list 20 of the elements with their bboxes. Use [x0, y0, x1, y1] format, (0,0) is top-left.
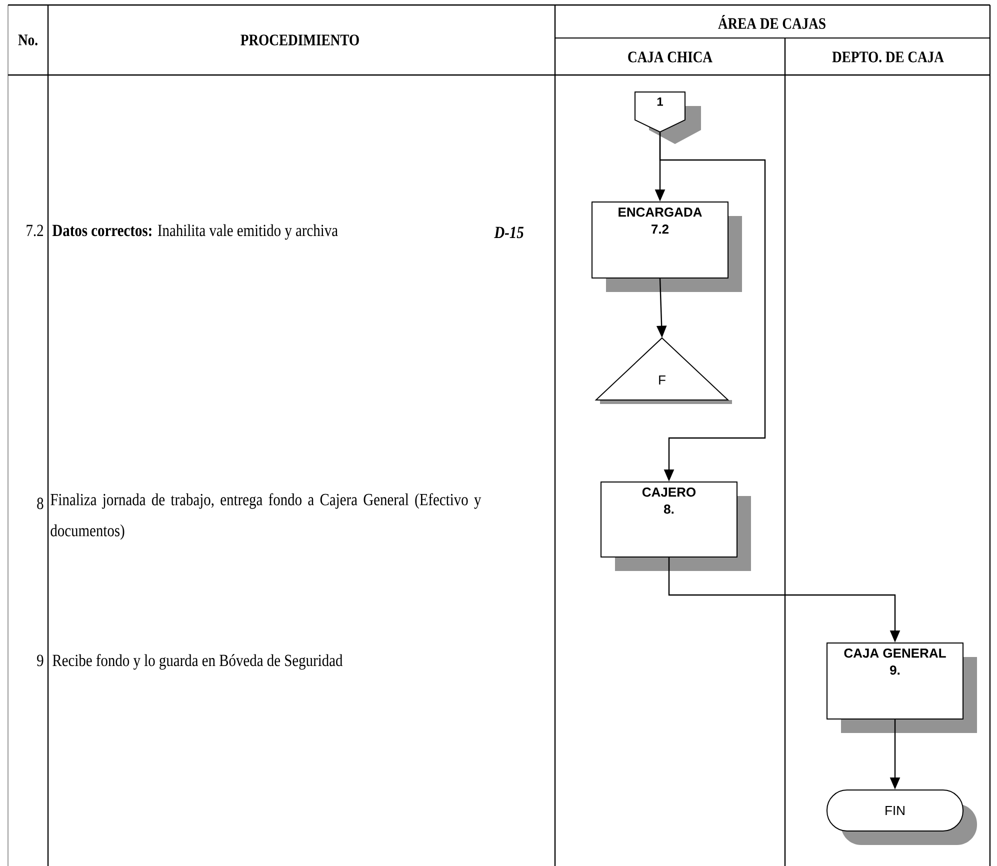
step-description: Finaliza jornada de trabajo, entrega fondo a Cajera General (Efectivo y documentos) [50, 493, 482, 540]
column-header: PROCEDIMIENTO [240, 34, 359, 46]
column-header: No. [18, 34, 38, 46]
node-label: CAJA GENERAL [844, 648, 946, 658]
step-number: 8 [37, 498, 44, 510]
process-box: ENCARGADA 7.2 [592, 202, 742, 292]
column-header: DEPTO. DE CAJA [832, 52, 944, 62]
column-header: CAJA CHICA [628, 52, 712, 62]
process-box: CAJA GENERAL 9. [826, 642, 977, 733]
form-code: D-15 [494, 226, 524, 238]
node-label: ENCARGADA [618, 208, 702, 217]
step-number: 7.2 [26, 224, 43, 236]
terminator: FIN [826, 790, 977, 845]
step-description: Datos correctos: Inahilita vale emitido y archiva [52, 224, 338, 240]
node-label: CAJERO [642, 488, 696, 497]
step-number: 9 [37, 654, 44, 666]
process-box: CAJERO 8. [600, 482, 751, 571]
off-page-connector: 1 [634, 92, 701, 144]
step-description: Recibe fondo y lo guarda en Bóveda de Seguridad [52, 654, 343, 670]
column-header: ÁREA DE CAJAS [718, 15, 826, 29]
